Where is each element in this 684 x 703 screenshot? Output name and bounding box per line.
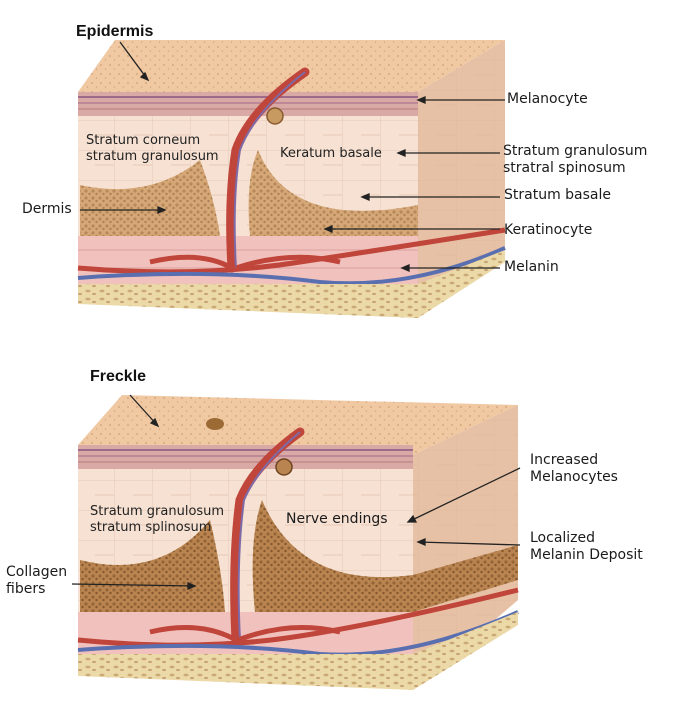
stratum-corneum-band: [78, 92, 418, 116]
epidermis-arrows: [80, 41, 505, 272]
freckle-nerve-trunk: [230, 427, 305, 645]
label-stratum-granulosum-freckle: Stratum granulosum stratum splinosum: [90, 504, 225, 535]
blood-vessel-red: [77, 227, 506, 275]
freckle-arrows: [71, 394, 521, 590]
label-stratum-basale: Stratum basale: [504, 187, 612, 203]
label-melanocyte: Melanocyte: [507, 91, 588, 107]
freckle-block: [77, 395, 519, 690]
melanocyte-cell: [266, 107, 284, 125]
epidermis-block: [77, 40, 506, 318]
freckle-title: Freckle: [90, 368, 147, 385]
label-keratinocyte: Keratinocyte: [504, 222, 593, 238]
label-localized-melanin: Localized Melanin Deposit: [530, 530, 643, 563]
label-nerve-endings: Nerve endings: [286, 511, 388, 527]
label-stratum-corneum: Stratum corneum stratum granulosum: [86, 133, 219, 164]
label-stratum-granulosum: Stratum granulosum stratral spinosum: [503, 143, 648, 176]
freckle-spot: [206, 418, 224, 430]
label-melanin: Melanin: [504, 259, 559, 275]
label-keratum-basale: Keratum basale: [280, 146, 382, 161]
label-dermis: Dermis: [22, 201, 72, 217]
blood-vessel-blue: [77, 246, 506, 286]
label-increased-melanocytes: Increased Melanocytes: [530, 452, 618, 485]
epidermis-title: Epidermis: [76, 23, 154, 40]
label-collagen-fibers: Collagen fibers: [6, 564, 68, 597]
freckle-melanocyte-cell: [275, 458, 293, 476]
nerve-trunk: [226, 67, 310, 273]
